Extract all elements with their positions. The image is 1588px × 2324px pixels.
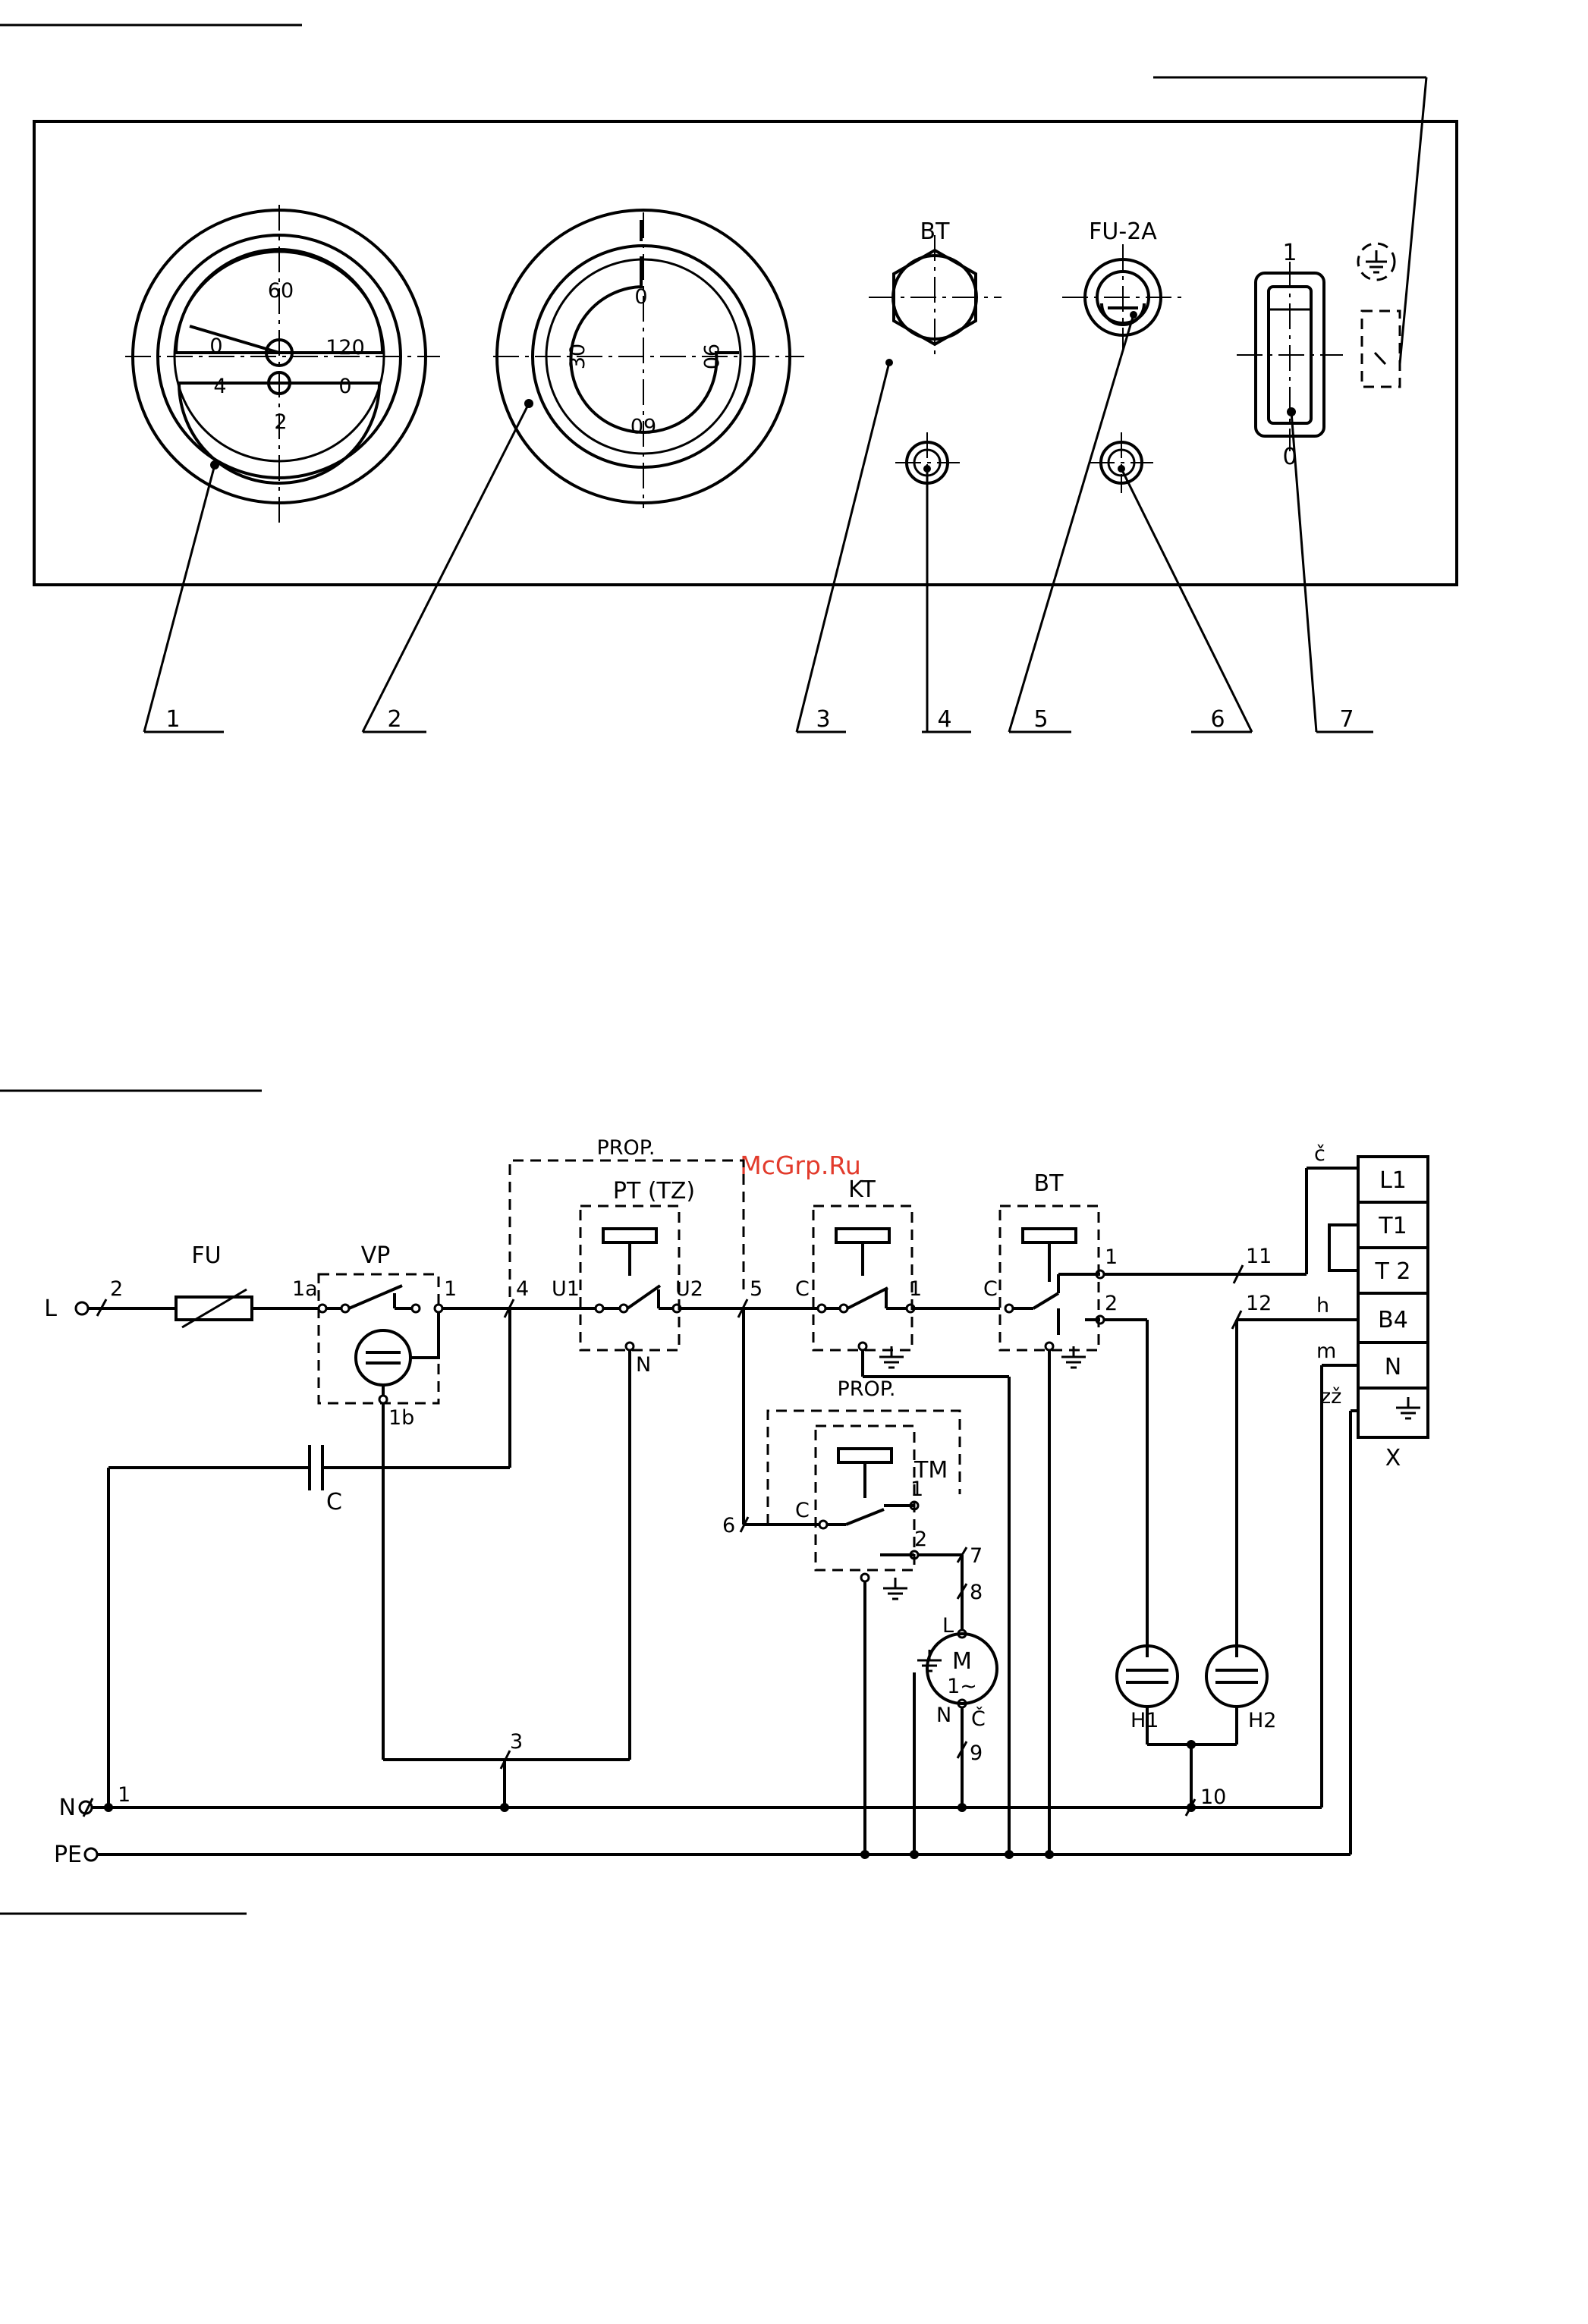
lamp-h2: H2: [1248, 1709, 1276, 1732]
connector-x: L1 T1 T 2 B4 N X č h m zž: [1314, 1142, 1428, 1854]
fuse-holder: FU-2A: [1062, 218, 1184, 493]
callout-3: 3: [816, 706, 830, 733]
gauge1-scale-bottom-left: 4: [213, 375, 226, 398]
fuse-label: FU: [191, 1242, 221, 1269]
wire-markers: 1 2 3 4 5 6 7 8 9 10 11 12: [83, 1245, 1272, 1817]
kt-label: KT: [848, 1176, 876, 1203]
tm-terminal-1: 1: [910, 1478, 923, 1501]
wire-3: 3: [510, 1730, 523, 1754]
wire-4: 4: [516, 1277, 529, 1301]
motor-terminal-l: L: [942, 1614, 954, 1638]
dial-mark-90: 90: [699, 344, 722, 369]
callout-7: 7: [1339, 706, 1354, 733]
wire-10: 10: [1200, 1785, 1226, 1809]
junctions: [104, 1740, 1196, 1859]
kt-terminal-1: 1: [909, 1277, 922, 1301]
bt-terminal-c: C: [983, 1277, 998, 1301]
motor-label: M: [952, 1648, 972, 1675]
thermometer-gauge: 60 0 120 4 0 2: [125, 205, 440, 523]
callouts: 1 2 3 4 5 6 7: [144, 315, 1373, 733]
motor-terminal-n: N: [936, 1704, 951, 1727]
gauge1-scale-top-mid: 60: [268, 279, 294, 303]
connector-row-l1: L1: [1379, 1167, 1407, 1194]
wire-color-m: m: [1316, 1339, 1336, 1363]
connector-label: X: [1385, 1445, 1401, 1471]
pt-terminal-u2: U2: [675, 1277, 703, 1301]
bt-terminal-1: 1: [1105, 1245, 1118, 1269]
wire-6: 6: [722, 1514, 735, 1537]
main-switch: 1 0: [1237, 240, 1343, 470]
motor-terminal-c: Č: [971, 1707, 986, 1731]
capacitor-label: C: [326, 1489, 342, 1515]
vp-terminal-1b: 1b: [388, 1406, 414, 1430]
callout-4: 4: [937, 706, 951, 733]
kt-terminal-c: C: [795, 1277, 810, 1301]
bt-terminal-2: 2: [1105, 1292, 1118, 1315]
connector-row-b4: B4: [1378, 1307, 1408, 1333]
wire-8: 8: [970, 1581, 983, 1604]
line-n-label: N: [59, 1795, 76, 1821]
motor-phase: 1~: [947, 1675, 977, 1698]
wire-color-zz: zž: [1320, 1385, 1341, 1409]
watermark: McGrp.Ru: [740, 1151, 861, 1180]
wire-color-c: č: [1314, 1142, 1325, 1166]
tm-terminal-2: 2: [914, 1528, 927, 1551]
connector-row-t2: T 2: [1375, 1258, 1411, 1285]
timer-dial: 0 30 90 60: [493, 210, 804, 508]
wire-9: 9: [970, 1741, 983, 1765]
tm-terminal-c: C: [795, 1499, 810, 1522]
wire-12: 12: [1246, 1292, 1272, 1315]
vp-terminal-1a: 1a: [292, 1277, 318, 1301]
earth-mark: [1358, 243, 1400, 387]
callout-1: 1: [165, 706, 180, 733]
pt-label: PT (TZ): [613, 1178, 695, 1204]
wire-1: 1: [118, 1783, 130, 1807]
gauge1-scale-top-left: 0: [209, 334, 222, 358]
bt-thermostat-knob: BT: [869, 218, 1002, 493]
wire-7: 7: [970, 1544, 983, 1568]
dial-mark-60: 60: [630, 413, 656, 437]
gauge1-scale-top-right: 120: [325, 336, 365, 360]
bt-schematic-label: BT: [1034, 1170, 1064, 1197]
prop-mid-label: PROP.: [838, 1377, 896, 1401]
wire-color-h: h: [1316, 1294, 1329, 1317]
dial-mark-0: 0: [634, 285, 647, 309]
connector-row-n: N: [1385, 1354, 1401, 1380]
wire-5: 5: [750, 1277, 763, 1301]
front-panel: 60 0 120 4 0 2 0 30 90 60 BT: [34, 77, 1457, 733]
vp-label: VP: [361, 1242, 391, 1269]
connector-row-t1: T1: [1378, 1213, 1407, 1239]
callout-5: 5: [1033, 706, 1048, 733]
callout-2: 2: [387, 706, 401, 733]
callout-6: 6: [1210, 706, 1225, 733]
wire-2: 2: [110, 1277, 123, 1301]
gauge1-scale-bottom-right: 0: [338, 375, 351, 398]
lamp-h1: H1: [1130, 1709, 1159, 1732]
wiring-schematic: McGrp.Ru L N PE FU VP 1a 1: [44, 1136, 1428, 1868]
fuse-rating-label: FU-2A: [1089, 218, 1157, 245]
dial-mark-30: 30: [566, 344, 590, 369]
wire-11: 11: [1246, 1245, 1272, 1268]
gauge1-scale-bottom-mid: 2: [274, 410, 287, 434]
section-rules: [0, 25, 302, 1914]
vp-terminal-1: 1: [444, 1277, 457, 1301]
line-pe-label: PE: [54, 1842, 82, 1868]
pt-terminal-u1: U1: [552, 1277, 580, 1301]
prop-top-label: PROP.: [597, 1136, 656, 1160]
line-l-label: L: [44, 1295, 57, 1322]
pt-terminal-n: N: [636, 1353, 651, 1377]
